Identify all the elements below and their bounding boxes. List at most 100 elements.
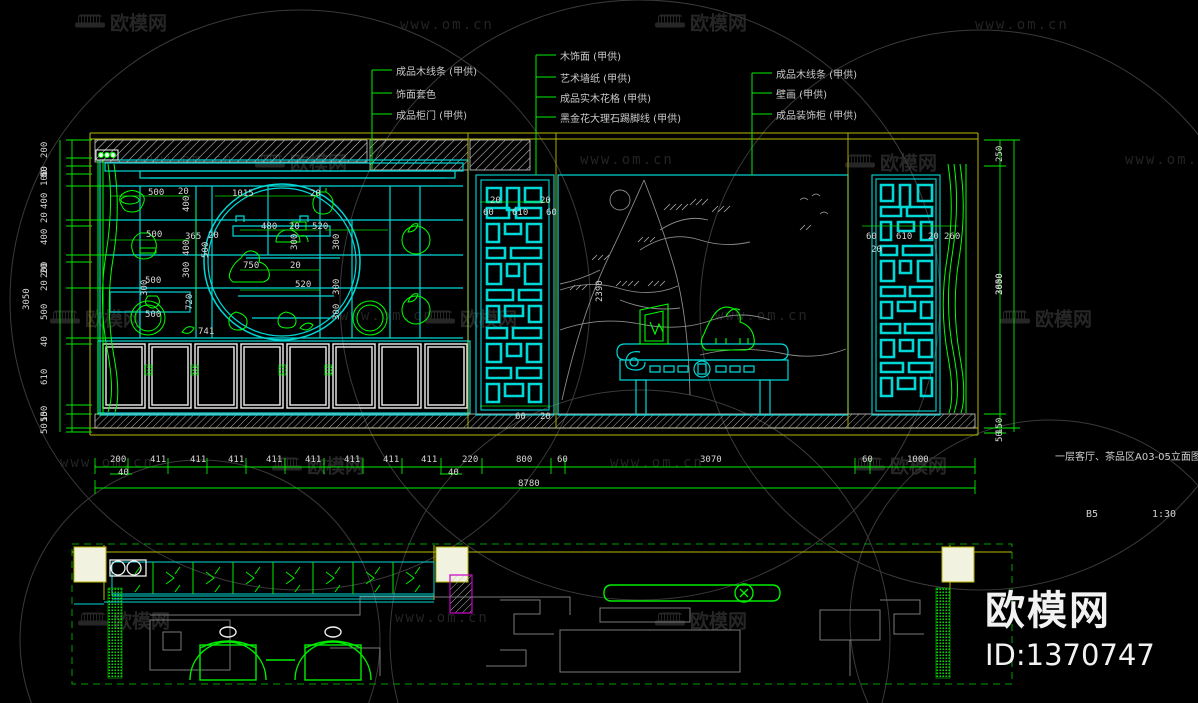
watermark-url: www.om.cn — [400, 17, 494, 33]
dimension-label: 20 — [928, 232, 939, 242]
site-logo-text: 欧模网 — [985, 588, 1111, 634]
watermark-brand: 欧模网 — [78, 607, 170, 634]
annotation-label: 木饰面 (甲供) — [560, 52, 621, 63]
watermark-brand: 欧模网 — [1000, 305, 1092, 332]
dimension-label: 411 — [266, 455, 283, 465]
dimension-label: 50 — [995, 431, 1005, 442]
dimension-label: 20 — [289, 222, 300, 232]
sheet-code: B5 — [1086, 509, 1099, 520]
dimension-label: 1000 — [907, 455, 929, 465]
door-handles — [144, 364, 333, 376]
plan-seating — [189, 583, 781, 681]
watermark-url: www.om.cn — [1125, 152, 1198, 168]
watermark-url: www.om.cn — [580, 152, 674, 168]
left-display-cabinet — [99, 159, 469, 416]
dimension-label: 411 — [228, 455, 245, 465]
dimension-label: 300 — [332, 303, 342, 320]
dimension-label: 300 — [332, 233, 342, 250]
dimension-label: 411 — [421, 455, 438, 465]
watermark-brand-text: 欧模网 — [690, 611, 748, 633]
dimension-label: 20 — [540, 412, 551, 422]
watermark-url: www.om.cn — [395, 610, 489, 626]
dimension-label: 150 — [40, 405, 50, 422]
dimension-label: 60 — [515, 412, 526, 422]
dimension-label: 411 — [150, 455, 167, 465]
dimension-label: 250 — [995, 145, 1005, 162]
annotation-label: 成品实木花格 (甲供) — [560, 94, 651, 105]
dimension-label: 300 — [290, 233, 300, 250]
decor-objects — [119, 188, 431, 336]
dimension-label: 500 — [201, 241, 211, 258]
right-column-detail — [942, 163, 967, 414]
dimension-label: 365 — [185, 232, 202, 242]
dimension-label: 20 — [178, 187, 189, 197]
watermark-brand: 欧模网 — [655, 607, 747, 634]
dimension-label: 60 — [866, 232, 877, 242]
marble-skirting — [94, 413, 976, 429]
dimension-label: 40 — [118, 468, 129, 478]
sofa-icon — [655, 612, 685, 628]
watermark-brand: 欧模网 — [845, 149, 937, 176]
dimension-label: 40 — [40, 336, 50, 347]
dimension-label: 200 — [110, 455, 127, 465]
dimension-label: 260 — [944, 232, 961, 242]
site-logo: 欧模网 ID:1370747 — [985, 578, 1155, 672]
ceiling-soffit — [94, 139, 531, 171]
watermark-brand: 欧模网 — [655, 9, 747, 36]
dimension-label: 220 — [462, 455, 479, 465]
dimension-label: 20 — [540, 196, 551, 206]
watermark-brand-text: 欧模网 — [110, 13, 168, 35]
dimension-label: 3050 — [995, 273, 1005, 295]
plan-key-motif — [486, 599, 924, 667]
left-overall-label: 3050 — [22, 288, 32, 310]
watermark-brand: 欧模网 — [425, 305, 517, 332]
dimension-label: 800 — [516, 455, 533, 465]
annotation-label: 成品木线条 (甲供) — [776, 70, 857, 81]
scale-label: 1:30 — [1152, 509, 1177, 520]
dimension-label: 60 — [483, 208, 494, 218]
watermark-brand-text: 欧模网 — [690, 13, 748, 35]
sofa-icon — [78, 612, 108, 628]
sofa-icon — [272, 457, 302, 473]
model-id: ID:1370747 — [985, 638, 1155, 672]
console-table — [616, 343, 789, 416]
sofa-icon — [425, 310, 455, 326]
dimension-label: 400 — [182, 195, 192, 212]
dimension-label: 20 — [290, 261, 301, 271]
annotation-label: 壁画 (甲供) — [776, 90, 827, 101]
dimension-lines — [59, 139, 1020, 494]
annotation-label: 黑金花大理石踢脚线 (甲供) — [560, 114, 681, 125]
sofa-icon — [50, 310, 80, 326]
dimension-label: 300 — [182, 261, 192, 278]
watermark-brand-text: 欧模网 — [460, 309, 518, 331]
dimension-label: 400 — [40, 192, 50, 209]
sofa-icon — [845, 154, 875, 170]
dimension-label: 500 — [145, 276, 162, 286]
dimension-label: 20 — [490, 196, 501, 206]
landscape-mural — [557, 174, 849, 416]
dimension-label: 20 — [40, 212, 50, 223]
watermark-url: www.om.cn — [975, 17, 1069, 33]
overall-width-label: 8780 — [518, 479, 540, 489]
dimension-label: 480 — [261, 222, 278, 232]
watermark-brand-text: 欧模网 — [113, 611, 171, 633]
dimension-label: 400 — [182, 239, 192, 256]
dimension-label: 500 — [148, 188, 165, 198]
sofa-icon — [75, 14, 105, 30]
elevation-view — [89, 132, 979, 436]
dimension-label: 3070 — [700, 455, 722, 465]
dimension-label: 500 — [40, 303, 50, 320]
dimension-label: 610 — [40, 368, 50, 385]
dimension-label: 500 — [146, 230, 163, 240]
dimension-label: 411 — [190, 455, 207, 465]
dimension-label: 520 — [312, 222, 329, 232]
plan-view — [71, 543, 1013, 685]
dimension-label: 40 — [448, 468, 459, 478]
annotation-label: 饰面套色 — [396, 90, 436, 101]
watermark-brand-text: 欧模网 — [85, 309, 143, 331]
annotation-label: 艺术墙纸 (甲供) — [560, 74, 631, 85]
dimension-label: 500 — [145, 310, 162, 320]
dimension-label: 20 — [310, 189, 321, 199]
